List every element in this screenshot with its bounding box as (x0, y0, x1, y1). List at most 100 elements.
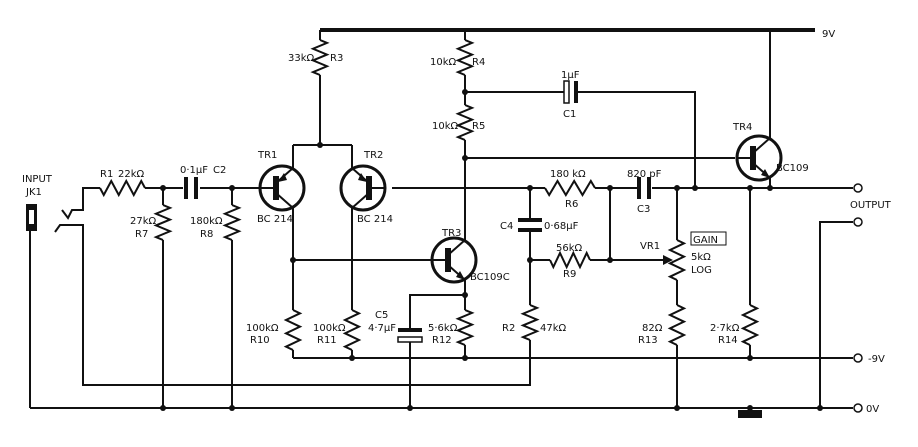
ref-label: R3 (330, 53, 343, 64)
output-terminal-2[interactable] (853, 217, 863, 227)
resistor-r1 (99, 178, 146, 198)
capacitor-c4 (518, 218, 542, 232)
wire (676, 188, 751, 408)
value-label: 100kΩ (313, 323, 346, 334)
junction-dot (317, 142, 323, 148)
transistor-type: BC109 (776, 163, 809, 174)
transistor-type: BC 214 (357, 214, 393, 225)
value-label: 1µF (561, 70, 580, 81)
value-label: 100kΩ (246, 323, 279, 334)
pot-taper: LOG (691, 265, 712, 276)
value-label: 56kΩ (556, 243, 583, 254)
junction-dot (290, 257, 296, 263)
capacitor-c5 (397, 328, 423, 343)
resistor-r3 (310, 39, 330, 76)
transistor-tr3 (430, 236, 478, 284)
ref-label: R9 (563, 269, 576, 280)
resistor-r11 (342, 309, 362, 351)
value-label: 10kΩ (430, 57, 457, 68)
ref-label: R5 (472, 121, 485, 132)
value-label: 47kΩ (540, 323, 567, 334)
junction-dot (160, 185, 166, 191)
ref-label: R7 (135, 229, 148, 240)
jack-label: JK1 (25, 187, 42, 198)
wire (61, 187, 260, 220)
ref-label: C5 (375, 310, 388, 321)
capacitor-c1 (563, 80, 578, 104)
wire (162, 188, 233, 408)
ref-label: R1 (100, 169, 113, 180)
value-label: 5·6kΩ (428, 323, 458, 334)
capacitors (184, 80, 651, 343)
wiper-arrow (663, 255, 673, 265)
junctions (160, 89, 823, 411)
resistor-r4 (455, 39, 475, 76)
transistor-tr4 (735, 134, 783, 182)
resistor-r13 (667, 304, 687, 346)
pot-function: GAIN (693, 235, 718, 246)
ref-label: R13 (638, 335, 658, 346)
junction-dot (607, 185, 613, 191)
resistor-r10 (283, 309, 303, 351)
negative-terminal[interactable] (853, 353, 863, 363)
value-label: 820 pF (627, 169, 662, 180)
junction-dot (527, 257, 533, 263)
resistor-r5 (455, 104, 475, 141)
resistor-r9 (549, 250, 591, 270)
output-label: OUTPUT (850, 200, 892, 211)
ref-label: R4 (472, 57, 485, 68)
terminals[interactable] (853, 183, 863, 413)
resistor-r6 (544, 179, 596, 197)
value-label: 4·7µF (368, 323, 396, 334)
resistors (99, 39, 760, 351)
value-label: 180kΩ (190, 216, 223, 227)
junction-dot (462, 155, 468, 161)
junction-dot (229, 405, 235, 411)
wire (465, 91, 696, 188)
value-label: 0·68µF (544, 221, 579, 232)
transistor-ref: TR2 (363, 150, 383, 161)
input-label: INPUT (22, 174, 53, 185)
transistors (258, 134, 783, 284)
gain-box (690, 231, 727, 246)
transistor-ref: TR1 (257, 150, 277, 161)
resistor-r7 (153, 204, 173, 241)
junction-dot (407, 405, 413, 411)
resistor-r12 (455, 309, 475, 346)
value-label: 0·1µF (180, 165, 208, 176)
rail-label-negative: -9V (868, 354, 885, 365)
value-label: 180 kΩ (550, 169, 586, 180)
transistor-tr1 (258, 164, 306, 212)
transistor-ref: TR4 (732, 122, 752, 133)
resistor-r2 (520, 304, 540, 341)
ref-label: C4 (500, 221, 513, 232)
ref-label: R14 (718, 335, 738, 346)
output-terminal-1[interactable] (853, 183, 863, 193)
ref-label: R8 (200, 229, 213, 240)
input-jack-socket (29, 210, 34, 224)
capacitor-c3 (637, 177, 651, 199)
ref-label: R2 (502, 323, 515, 334)
junction-dot (607, 257, 613, 263)
ref-label: R11 (317, 335, 337, 346)
ref-label: R6 (565, 199, 578, 210)
junction-dot (747, 405, 753, 411)
value-label: 33kΩ (288, 53, 315, 64)
junction-dot (462, 89, 468, 95)
ref-label: C1 (563, 109, 576, 120)
ground-terminal[interactable] (853, 403, 863, 413)
junction-dot (527, 185, 533, 191)
value-label: 27kΩ (130, 216, 157, 227)
pot-value: 5kΩ (691, 252, 711, 263)
resistor-r14 (740, 304, 760, 346)
rail-label-ground: 0V (866, 404, 879, 415)
junction-dot (229, 185, 235, 191)
pot-ref: VR1 (640, 241, 660, 252)
ground-symbol (738, 410, 762, 418)
value-label: 10kΩ (432, 121, 459, 132)
ref-label: R12 (432, 335, 452, 346)
capacitor-c2 (184, 177, 198, 199)
value-label: 22kΩ (118, 169, 145, 180)
rail-label-positive: 9V (822, 29, 835, 40)
resistor-r8 (222, 204, 242, 241)
